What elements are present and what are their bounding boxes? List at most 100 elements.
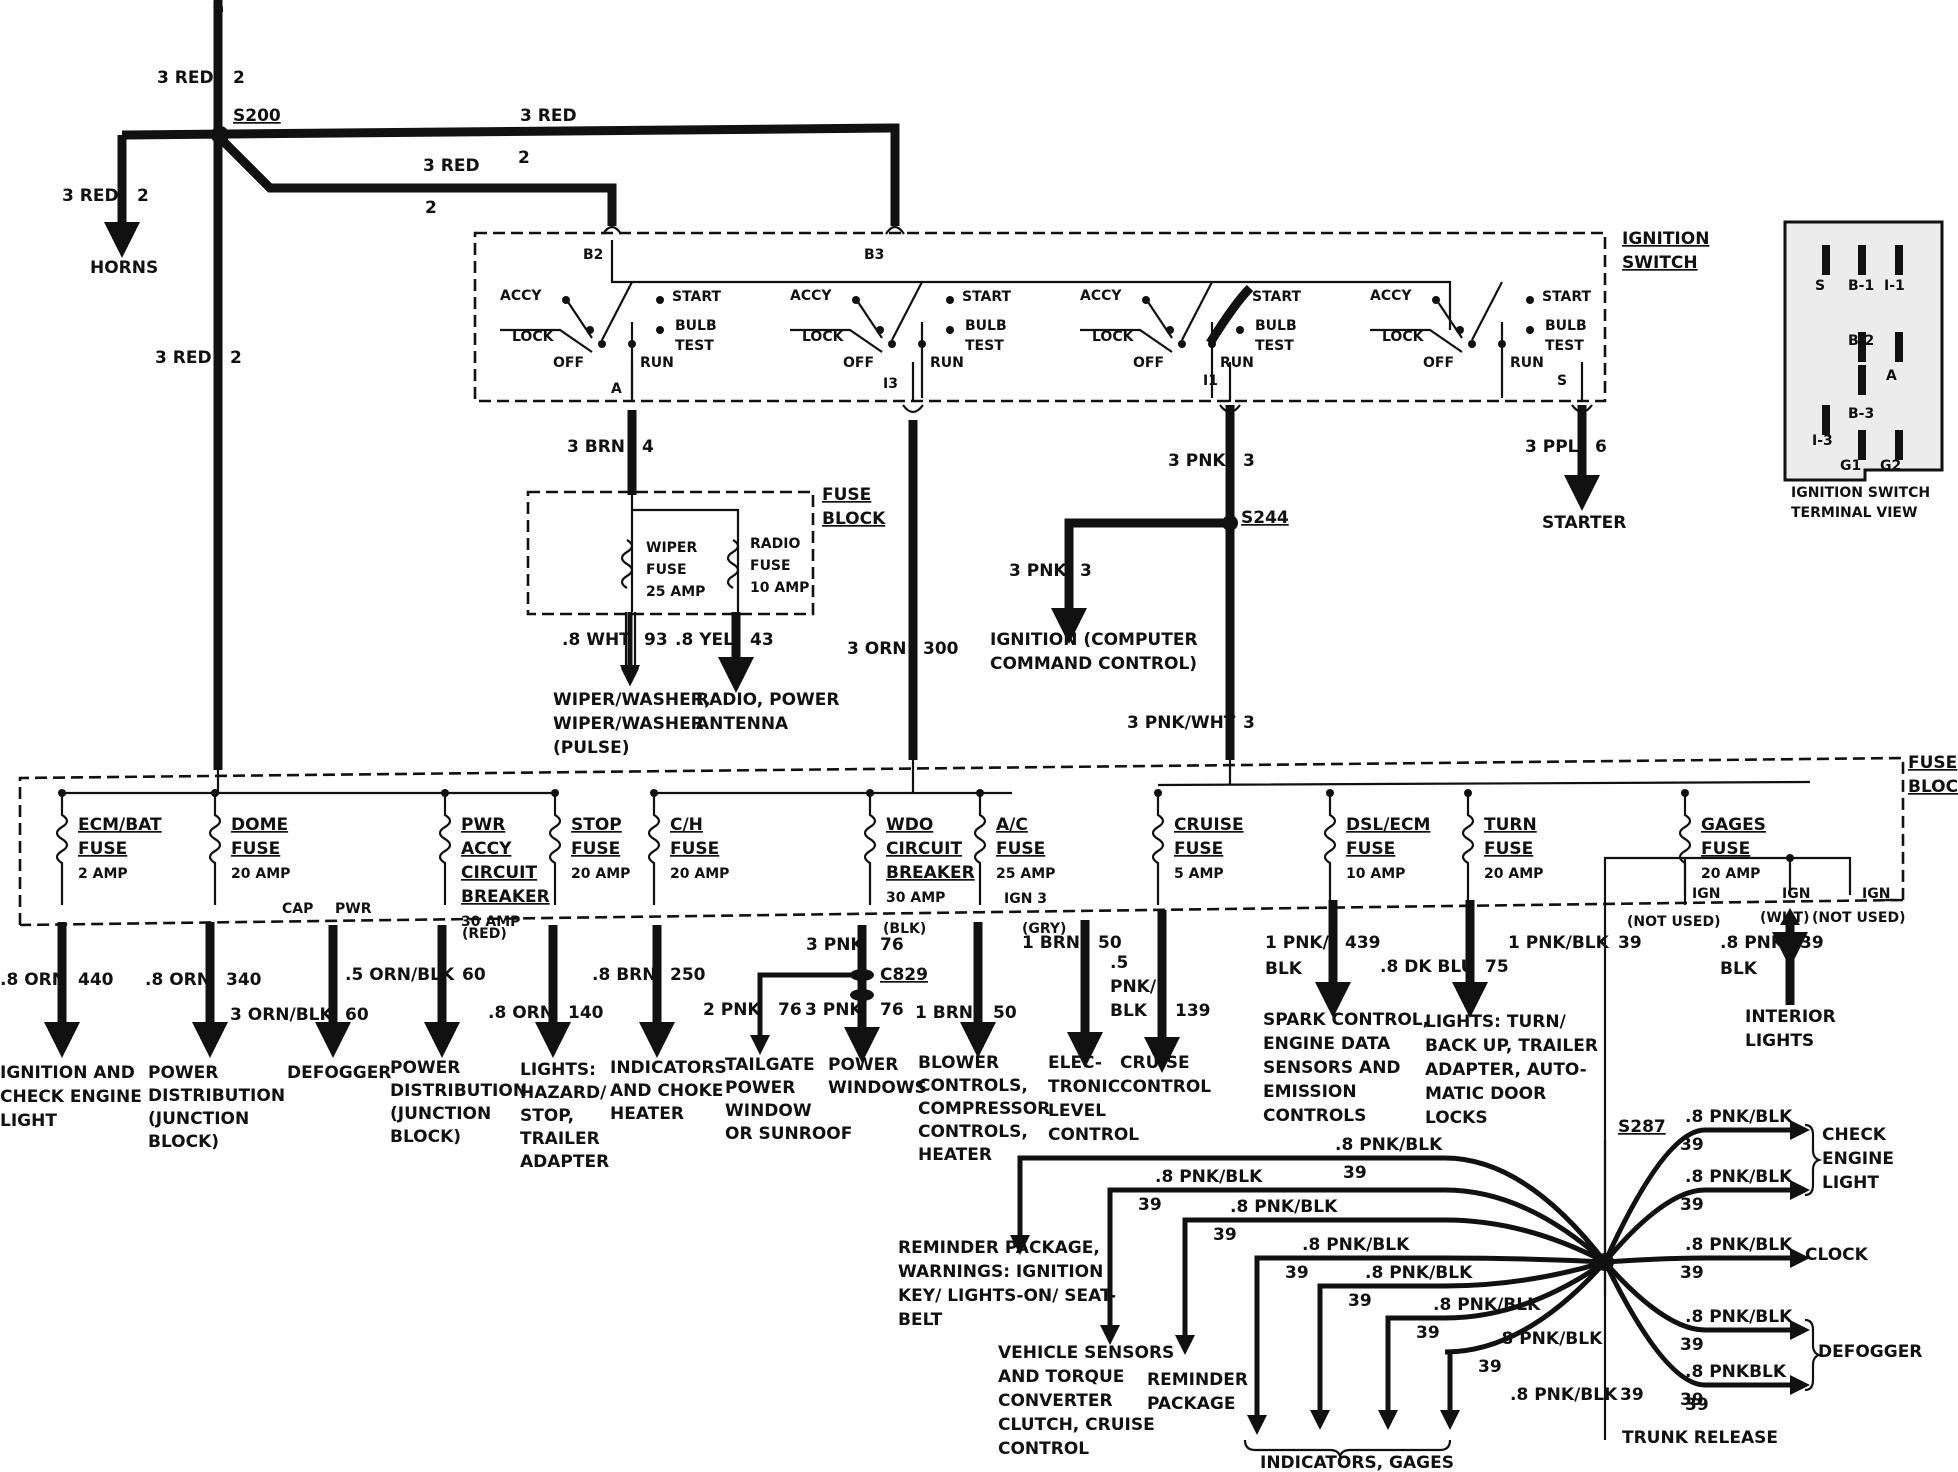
destination-label: COMPRESSOR xyxy=(918,1099,1050,1119)
fuse-label: CRUISE xyxy=(1174,815,1244,835)
circuit-number: 39 xyxy=(1416,1323,1440,1343)
fuse-label: C/H xyxy=(670,815,703,835)
start-label: START xyxy=(962,289,1012,305)
circuit-number: 250 xyxy=(670,965,706,985)
fuse-label: FUSE xyxy=(1484,839,1533,859)
destination-label: VEHICLE SENSORS xyxy=(998,1343,1174,1363)
destination-label: IGNITION AND xyxy=(0,1063,135,1083)
lock-label: LOCK xyxy=(1092,329,1135,345)
destination-label: POWER xyxy=(725,1078,795,1098)
destination-label: INDICATORS, GAGES xyxy=(1260,1453,1454,1472)
destination-label: LIGHT xyxy=(0,1111,57,1131)
circuit-number: 39 xyxy=(1343,1163,1367,1183)
terminal-pin xyxy=(1858,365,1866,395)
wire-label: .5 ORN/BLK xyxy=(345,965,455,985)
wiper-fuse-label: WIPER xyxy=(646,540,697,556)
fuse-label: FUSE xyxy=(1174,839,1223,859)
destination-label: ENGINE DATA xyxy=(1263,1034,1391,1054)
start-label: START xyxy=(1252,289,1302,305)
fuse-block-title: BLOCK xyxy=(822,509,886,529)
circuit-number: 60 xyxy=(462,965,486,985)
destination-label: WARNINGS: IGNITION xyxy=(898,1262,1103,1282)
fuse-block-title: BLOCK xyxy=(1908,777,1958,797)
wire-label: 1 PNK/BLK xyxy=(1508,933,1610,953)
circuit-number: 3 xyxy=(1243,451,1255,471)
bulb-label: BULB xyxy=(1545,318,1587,334)
destination-label: LIGHTS: TURN/ xyxy=(1425,1012,1567,1032)
destination-label: (PULSE) xyxy=(553,738,630,758)
start-label: START xyxy=(1542,289,1592,305)
destination-label: CONTROL xyxy=(998,1439,1089,1459)
terminal-view-caption: IGNITION SWITCH xyxy=(1791,485,1930,501)
wire-label: .8 WHT xyxy=(562,630,631,650)
destination-label: POWER xyxy=(390,1058,460,1078)
terminal-pin xyxy=(1895,332,1903,362)
circuit-number: 440 xyxy=(78,970,114,990)
circuit-number: 75 xyxy=(1485,957,1509,977)
fuse-label: 20 AMP xyxy=(1701,866,1760,882)
fuse-label: STOP xyxy=(571,815,622,835)
wire-label: .8 ORN xyxy=(0,970,66,990)
destination-label: INDICATORS xyxy=(610,1058,727,1078)
destination-label: MATIC DOOR xyxy=(1425,1084,1546,1104)
circuit-number: 39 xyxy=(1213,1225,1237,1245)
gry-label: (GRY) xyxy=(1022,921,1066,937)
destination-label: BLOWER xyxy=(918,1053,999,1073)
off-label: OFF xyxy=(553,355,584,371)
terminal-label: S xyxy=(1815,278,1825,294)
destination-label: DEFOGGER xyxy=(287,1063,391,1083)
terminal-label: G1 xyxy=(1840,458,1861,474)
not-used-label: (NOT USED) xyxy=(1627,914,1720,930)
destination-label: DEFOGGER xyxy=(1818,1342,1922,1362)
accy-label: ACCY xyxy=(1080,288,1122,304)
fuse-label: BREAKER xyxy=(461,887,550,907)
terminal-i3: I3 xyxy=(883,376,898,392)
fuse-label: FUSE xyxy=(1701,839,1750,859)
fuse-label: PWR xyxy=(461,815,505,835)
wire-label: .8 PNKBLK xyxy=(1685,1362,1787,1382)
start-label: START xyxy=(672,289,722,305)
fuse-label: 5 AMP xyxy=(1174,866,1224,882)
terminal-pin xyxy=(1858,332,1866,362)
fuse-label: ECM/BAT xyxy=(78,815,162,835)
destination-label: DISTRIBUTION xyxy=(148,1086,285,1106)
terminal-label: G2 xyxy=(1880,458,1901,474)
run-label: RUN xyxy=(1220,355,1254,371)
fuse-label: DOME xyxy=(231,815,288,835)
ign-label: IGN xyxy=(1782,886,1810,902)
destination-label: BLOCK) xyxy=(390,1127,461,1147)
fuse-label: 20 AMP xyxy=(1484,866,1543,882)
wire-label: 1 BRN xyxy=(1022,933,1080,953)
circuit-number: 2 xyxy=(425,198,437,218)
fuse-label: A/C xyxy=(996,815,1028,835)
fuse-label: ACCY xyxy=(461,839,512,859)
destination-label: IGNITION (COMPUTER xyxy=(990,630,1198,650)
destination-label: LIGHTS: xyxy=(520,1060,596,1080)
destination-label: LIGHT xyxy=(1822,1173,1879,1193)
destination-label: CHECK xyxy=(1822,1125,1887,1145)
circuit-number: 300 xyxy=(923,639,959,659)
blk-label: (BLK) xyxy=(883,921,926,937)
circuit-number: 139 xyxy=(1175,1001,1211,1021)
destination-label: AND CHOKE xyxy=(610,1081,723,1101)
wire-label: BLK xyxy=(1720,959,1758,979)
bulb-label: BULB xyxy=(675,318,717,334)
wire-label: BLK xyxy=(1110,1001,1148,1021)
wire-label: .8 PNK/BLK xyxy=(1685,1235,1793,1255)
splice-label: S200 xyxy=(233,106,281,126)
not-used-label: (NOT USED) xyxy=(1812,910,1905,926)
circuit-number: 439 xyxy=(1345,933,1381,953)
destination-label: CONTROLS xyxy=(1263,1106,1366,1126)
destination-label: SPARK CONTROL, xyxy=(1263,1010,1429,1030)
destination-label: CONTROL xyxy=(1048,1125,1139,1145)
ign3-label: IGN 3 xyxy=(1004,891,1047,907)
